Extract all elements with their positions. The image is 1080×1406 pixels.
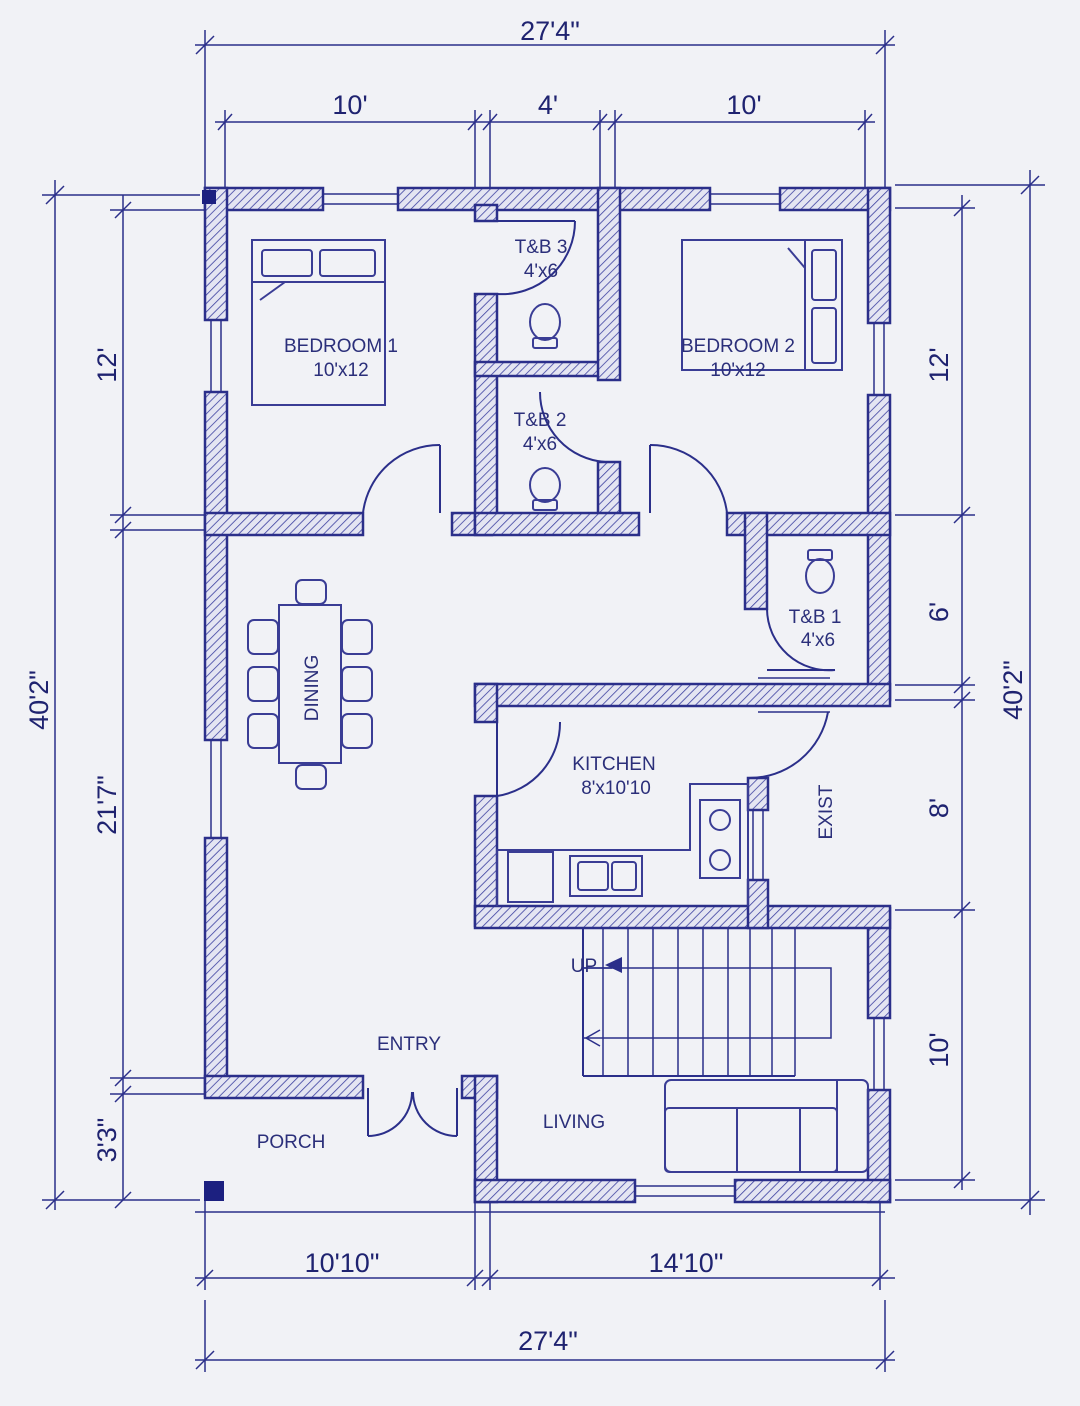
tb1-size: 4'x6 (801, 630, 835, 651)
dim-right-3: 8' (924, 798, 954, 818)
exist-label: EXIST (816, 784, 837, 839)
window-right-living (873, 1018, 885, 1090)
wall-tb-left (473, 292, 499, 536)
window-top-right (710, 193, 780, 205)
wall-kitchen-right-top (746, 776, 770, 812)
wall-kitchen-top (473, 682, 892, 708)
sofa (664, 1079, 869, 1173)
porch-label: PORCH (257, 1132, 326, 1153)
window-bottom-living (635, 1185, 735, 1197)
dim-left-upper: 12' (92, 347, 122, 382)
wall-top-mid (396, 186, 712, 212)
room-labels: BEDROOM 1 10'x12 BEDROOM 2 10'x12 T&B 3 … (257, 237, 842, 1153)
bedroom2-size: 10'x12 (710, 360, 765, 381)
window-kitchen-exist (752, 810, 764, 880)
furniture (247, 239, 869, 1173)
window-tb1 (758, 677, 830, 685)
window-left-bed1 (210, 320, 222, 392)
window-top-left (323, 193, 398, 205)
corner-post-top (202, 190, 216, 204)
wall-kitchen-right-bottom (746, 878, 770, 930)
entry-label: ENTRY (377, 1034, 441, 1055)
wall-tb1-left (743, 511, 769, 611)
dim-left-middle: 21'7" (92, 775, 122, 835)
wall-kitchen-top-stub (473, 682, 499, 724)
door-bedroom1 (362, 443, 441, 514)
wall-kitchen-bottom (473, 904, 892, 930)
kitchen-counter (496, 783, 749, 906)
dim-right-2: 6' (924, 602, 954, 622)
dim-top-right: 10' (726, 90, 761, 120)
dim-left-total: 40'2" (24, 670, 54, 730)
dim-bottom-left: 10'10" (305, 1248, 380, 1278)
stairs-up-label: UP (571, 956, 597, 977)
window-left-dining (210, 740, 222, 838)
dining-label: DINING (302, 655, 323, 722)
dim-top-left: 10' (332, 90, 367, 120)
door-bedroom2 (649, 443, 728, 514)
corner-post-bottom (204, 1181, 224, 1201)
toilet-tb3 (529, 303, 561, 349)
window-right-bed2 (873, 323, 885, 395)
wall-left-3 (203, 836, 229, 1098)
bedroom1-name: BEDROOM 1 (284, 336, 398, 357)
wall-left-2 (203, 390, 229, 742)
tb3-size: 4'x6 (524, 261, 558, 282)
dim-right-total: 40'2" (998, 660, 1028, 720)
wall-bed1-bottom (203, 511, 365, 537)
dim-right-4: 10' (924, 1032, 954, 1067)
tb3-name: T&B 3 (515, 237, 568, 258)
dim-bottom-right: 14'10" (649, 1248, 724, 1278)
kitchen-name: KITCHEN (572, 754, 655, 775)
bedroom1-size: 10'x12 (313, 360, 368, 381)
door-tb3 (496, 220, 577, 296)
dim-right-1: 12' (924, 347, 954, 382)
walls (202, 186, 892, 1204)
dining-table (247, 579, 373, 790)
tb2-name: T&B 2 (514, 410, 567, 431)
door-kitchen (496, 721, 562, 797)
bed-bedroom1 (251, 239, 386, 406)
door-tb1 (766, 608, 836, 672)
toilet-tb2 (529, 467, 561, 511)
wall-right-2 (866, 393, 892, 702)
wall-entry-left (203, 1074, 365, 1100)
tb2-size: 4'x6 (523, 434, 557, 455)
wall-tb-center (473, 360, 617, 378)
wall-left-1 (203, 186, 229, 322)
bed-bedroom2 (681, 239, 843, 371)
wall-right-1 (866, 186, 892, 325)
stair-up-arrow (605, 957, 622, 973)
dim-top-mid: 4' (538, 90, 558, 120)
bedroom2-name: BEDROOM 2 (681, 336, 795, 357)
door-tb2 (538, 391, 606, 463)
dim-top-total: 27'4" (520, 16, 580, 46)
living-label: LIVING (543, 1112, 605, 1133)
wall-tb-right (596, 186, 622, 382)
windows (210, 193, 885, 1197)
wall-bottom-right (733, 1178, 892, 1204)
tb1-name: T&B 1 (789, 607, 842, 628)
dimension-labels: 27'4" 10' 4' 10' 10'10" 14'10" 27'4" 40'… (24, 16, 1028, 1356)
dimension-lines (42, 30, 1045, 1372)
wall-tb3-door-stub (473, 203, 499, 223)
dim-bottom-total: 27'4" (518, 1326, 578, 1356)
doors (362, 220, 836, 1137)
door-entry (367, 1088, 458, 1137)
kitchen-size: 8'x10'10 (581, 778, 651, 799)
window-kitchen-top (758, 705, 830, 713)
wall-tb-bottom (473, 511, 641, 537)
toilet-tb1 (805, 549, 835, 594)
wall-bottom-left (473, 1178, 637, 1204)
door-exist (747, 711, 829, 780)
staircase (582, 928, 832, 1077)
dim-left-lower: 3'3" (92, 1118, 122, 1163)
